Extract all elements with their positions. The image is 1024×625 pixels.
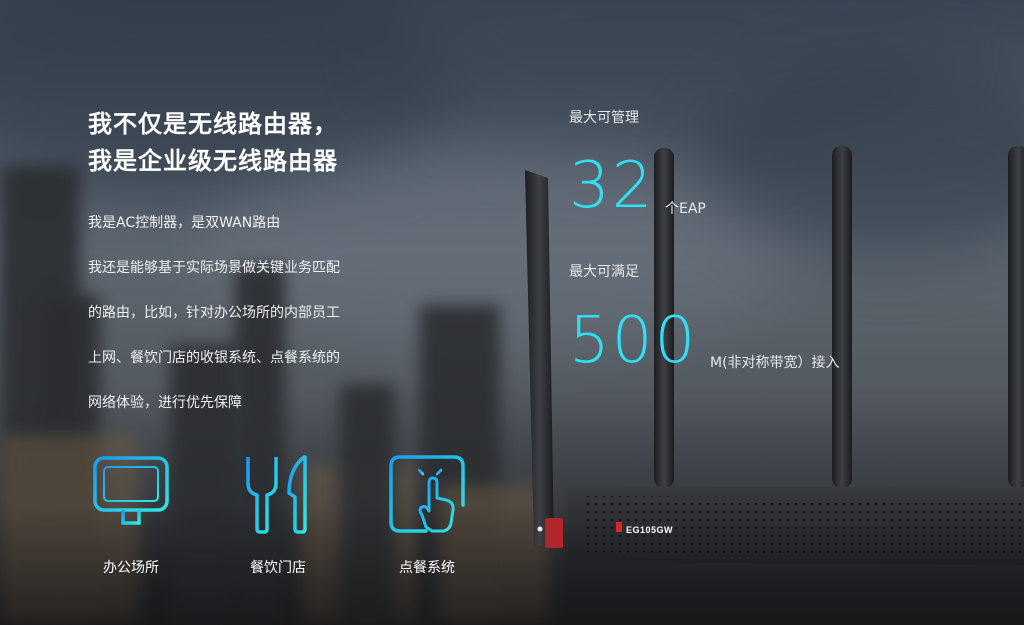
- description-line: 上网、餐饮门店的收银系统、点餐系统的: [88, 350, 340, 366]
- headline-line-1: 我不仅是无线路由器，: [88, 110, 338, 138]
- stat-unit-eap: 个EAP: [665, 201, 706, 217]
- description-line: 的路由，比如，针对办公场所的内部员工: [88, 305, 340, 321]
- touch-hand-icon: [386, 453, 468, 535]
- description-line: 网络体验，进行优先保障: [88, 395, 242, 411]
- feature-label-office: 办公场所: [103, 560, 159, 576]
- stat-label-bandwidth: 最大可满足: [569, 264, 639, 280]
- description: 我是AC控制器，是双WAN路由 我还是能够基于实际场景做关键业务匹配 的路由，比…: [88, 201, 408, 426]
- description-line: 我是AC控制器，是双WAN路由: [88, 215, 281, 231]
- feature-label-ordering: 点餐系统: [399, 560, 455, 576]
- stat-value-eap: 32: [569, 149, 655, 223]
- feature-label-restaurant: 餐饮门店: [250, 560, 306, 576]
- headline: 我不仅是无线路由器， 我是企业级无线路由器: [88, 106, 338, 180]
- stat-unit-bandwidth: M(非对称带宽）接入: [710, 355, 840, 371]
- fork-knife-icon: [237, 453, 319, 535]
- stat-value-bandwidth: 500: [569, 304, 698, 378]
- stat-label-eap: 最大可管理: [569, 110, 639, 126]
- feature-restaurant: 餐饮门店: [233, 453, 323, 577]
- headline-line-2: 我是企业级无线路由器: [88, 147, 338, 175]
- model-label: EG105GW: [626, 525, 674, 535]
- feature-ordering: 点餐系统: [382, 453, 472, 577]
- feature-office: 办公场所: [86, 453, 176, 577]
- monitor-icon: [90, 453, 172, 535]
- description-line: 我还是能够基于实际场景做关键业务匹配: [88, 260, 340, 276]
- router-product-image: [525, 146, 1024, 565]
